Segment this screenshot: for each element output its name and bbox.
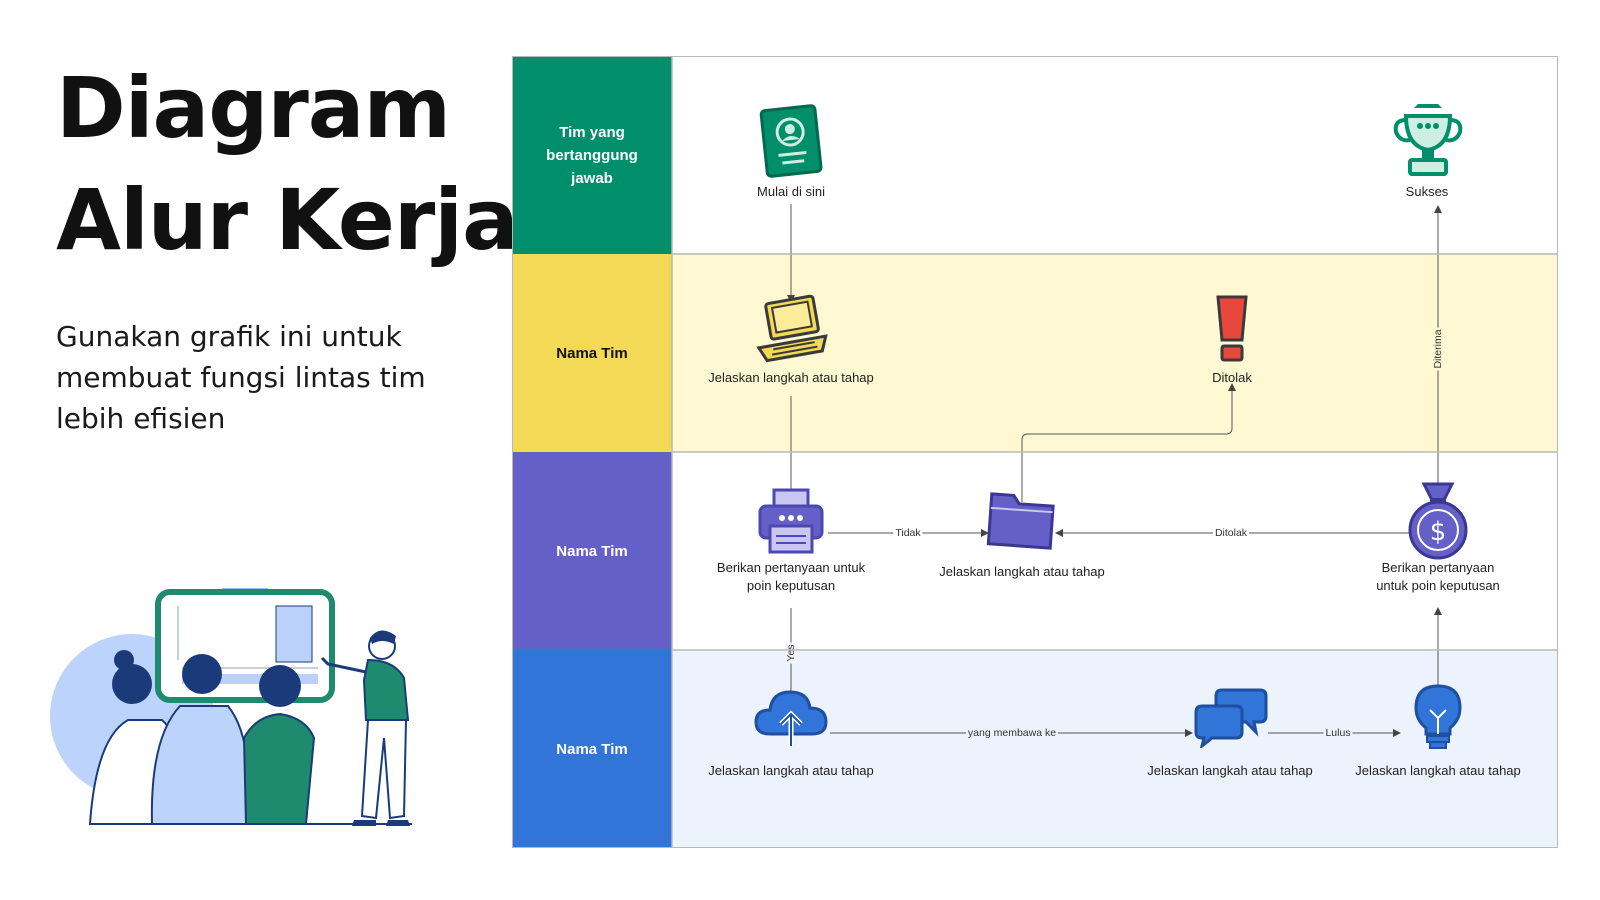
title-line-1: Diagram bbox=[56, 59, 451, 157]
laptop-icon bbox=[756, 294, 828, 363]
title-line-2: Alur Kerja bbox=[56, 171, 519, 269]
page-title: Diagram Alur Kerja bbox=[56, 52, 519, 276]
folder-icon bbox=[986, 492, 1055, 550]
edge-label-yang-membawa-ke: yang membawa ke bbox=[965, 727, 1059, 739]
node-label-rejected: Ditolak bbox=[1212, 370, 1252, 385]
node-label-printer: Berikan pertanyaan untuk poin keputusan bbox=[717, 559, 865, 595]
lane-label: Nama Tim bbox=[556, 740, 628, 758]
lane-header-responsible-team: Tim yang bertanggung jawab bbox=[512, 56, 672, 254]
money-bag-icon: $ bbox=[1408, 482, 1468, 560]
printer-icon bbox=[758, 488, 824, 554]
page-subtitle: Gunakan grafik ini untuk membuat fungsi … bbox=[56, 320, 426, 435]
lane-header-team-4: Nama Tim bbox=[512, 650, 672, 848]
lane-body-team-4 bbox=[672, 650, 1558, 848]
node-label-line: untuk poin keputusan bbox=[1376, 578, 1500, 593]
team-presentation-illustration bbox=[50, 588, 412, 826]
edge-label-tidak: Tidak bbox=[893, 527, 923, 539]
node-label-chat: Jelaskan langkah atau tahap bbox=[1147, 763, 1313, 778]
edge-folder-to-rejected bbox=[1021, 383, 1236, 502]
trophy-icon bbox=[1393, 104, 1463, 176]
exclamation-icon bbox=[1216, 295, 1248, 362]
id-card-icon bbox=[759, 104, 823, 178]
lane-body-team-3 bbox=[672, 452, 1558, 650]
node-label-laptop: Jelaskan langkah atau tahap bbox=[708, 370, 874, 385]
edge-label-yes: Yes bbox=[785, 642, 797, 664]
node-label-line: Berikan pertanyaan bbox=[1381, 560, 1495, 575]
lane-label: Nama Tim bbox=[556, 542, 628, 560]
workflow-swimlane-diagram: Tim yang bertanggung jawab Nama Tim Nama… bbox=[512, 56, 1558, 848]
node-label-line: Berikan pertanyaan untuk bbox=[716, 560, 866, 575]
node-label-folder: Jelaskan langkah atau tahap bbox=[939, 564, 1105, 579]
cloud-upload-icon bbox=[754, 690, 828, 746]
node-label-start: Mulai di sini bbox=[757, 184, 825, 199]
edge-label-diterima: Diterima bbox=[1432, 327, 1444, 371]
node-label-success: Sukses bbox=[1405, 184, 1449, 199]
node-label-cloud: Jelaskan langkah atau tahap bbox=[708, 763, 874, 778]
edge-label-lulus: Lulus bbox=[1323, 727, 1353, 739]
lane-header-team-2: Nama Tim bbox=[512, 254, 672, 452]
node-label-moneybag: Berikan pertanyaan untuk poin keputusan bbox=[1376, 559, 1500, 595]
lane-header-team-3: Nama Tim bbox=[512, 452, 672, 650]
svg-text:$: $ bbox=[1430, 517, 1447, 547]
edge-label-ditolak: Ditolak bbox=[1212, 527, 1250, 539]
lightbulb-icon bbox=[1414, 684, 1462, 749]
lane-label: Nama Tim bbox=[556, 344, 628, 362]
node-label-line: poin keputusan bbox=[746, 578, 836, 593]
lane-label: Tim yang bertanggung jawab bbox=[546, 123, 638, 187]
chat-bubbles-icon bbox=[1194, 688, 1268, 748]
node-label-bulb: Jelaskan langkah atau tahap bbox=[1355, 763, 1521, 778]
lane-body-team-2 bbox=[672, 254, 1558, 452]
